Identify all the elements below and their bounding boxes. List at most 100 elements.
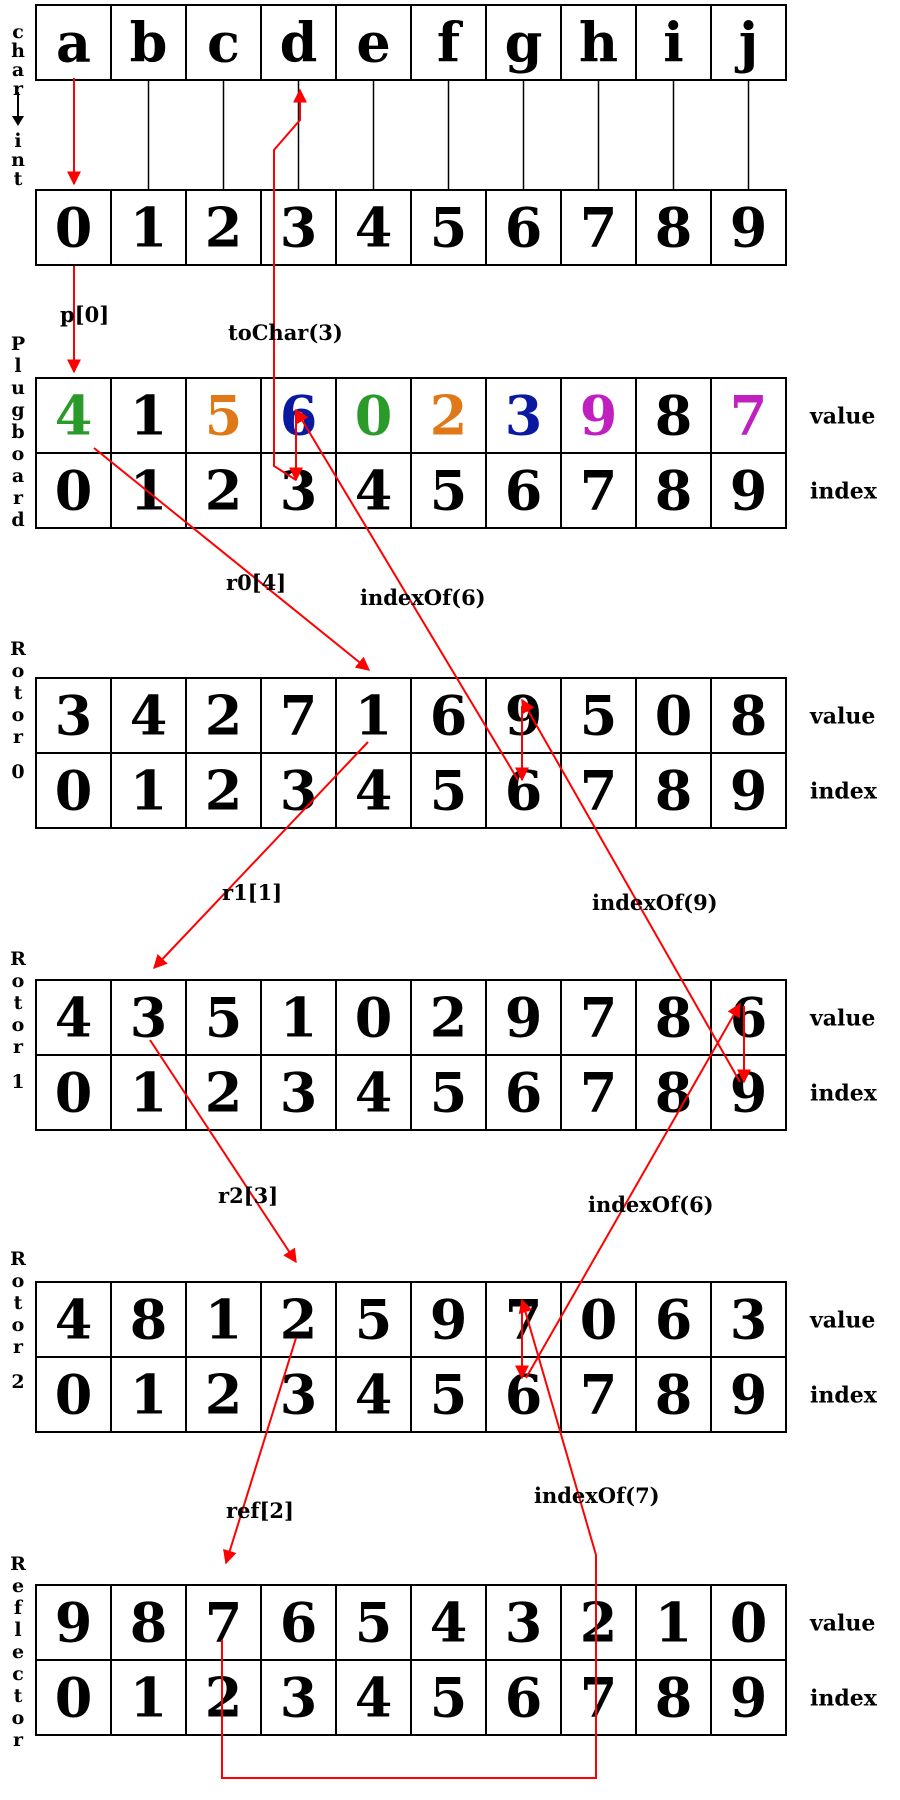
reflector-value-cell bbox=[35, 1584, 112, 1661]
rotor1-index-cell-text: 0 bbox=[55, 1061, 93, 1125]
reflector-value-cell-text: 8 bbox=[130, 1591, 168, 1655]
rotor0-value-cell-text: 6 bbox=[430, 684, 468, 748]
char-cell bbox=[410, 4, 487, 81]
plugboard-index-label: index bbox=[810, 479, 878, 505]
rotor1-value-cell-text: 8 bbox=[655, 986, 693, 1050]
rotor1-value-cell-text: 0 bbox=[355, 986, 393, 1050]
reflector-value-cell-text: 2 bbox=[580, 1591, 618, 1655]
plugboard-index-cell bbox=[560, 452, 637, 529]
plugboard-value-cell bbox=[185, 377, 262, 454]
arrow-r0-4 bbox=[93, 447, 371, 671]
char-cell bbox=[35, 4, 112, 81]
reflector-index-cell bbox=[260, 1659, 337, 1736]
reflector-index-cell bbox=[710, 1659, 787, 1736]
reflector-index-cell-text: 8 bbox=[655, 1666, 693, 1730]
label-ref-2: ref[2] bbox=[226, 1498, 294, 1523]
rotor2-index-cell-text: 0 bbox=[55, 1363, 93, 1427]
rotor2-index-cell bbox=[635, 1356, 712, 1433]
rotor1-index-cell-text: 1 bbox=[130, 1061, 168, 1125]
rotor2-index-cell-text: 7 bbox=[580, 1363, 618, 1427]
rotor0-value-cell-text: 1 bbox=[355, 684, 393, 748]
plugboard-value-cell-text: 2 bbox=[430, 384, 468, 448]
rotor2-value-cell-text: 6 bbox=[655, 1288, 693, 1352]
reflector-value-cell-text: 7 bbox=[205, 1591, 243, 1655]
rotor1-value-cell-text: 4 bbox=[55, 986, 93, 1050]
rotor1-index-cell bbox=[260, 1054, 337, 1131]
rotor0-value-cell bbox=[635, 677, 712, 754]
rotor1-index-cell bbox=[35, 1054, 112, 1131]
reflector-value-cell bbox=[485, 1584, 562, 1661]
rotor1-value-cell-text: 6 bbox=[730, 986, 768, 1050]
rotor0-value-cell bbox=[560, 677, 637, 754]
int-cell bbox=[560, 189, 637, 266]
arrow-r2-3 bbox=[149, 1039, 297, 1264]
rotor0-value-cell-text: 9 bbox=[505, 684, 543, 748]
int-cell bbox=[335, 189, 412, 266]
rotor1-index-cell bbox=[635, 1054, 712, 1131]
reflector-index-cell bbox=[560, 1659, 637, 1736]
char-cell-text: d bbox=[280, 11, 318, 75]
rotor1-value-cell bbox=[485, 979, 562, 1056]
rotor0-value-cell-text: 8 bbox=[730, 684, 768, 748]
rotor2-index-cell bbox=[410, 1356, 487, 1433]
rotor2-value-cell-text: 1 bbox=[205, 1288, 243, 1352]
rotor1-value-cell bbox=[710, 979, 787, 1056]
rotor2-index-cell bbox=[35, 1356, 112, 1433]
rotor0-index-cell bbox=[710, 752, 787, 829]
reflector-index-cell-text: 7 bbox=[580, 1666, 618, 1730]
reflector-index-cell-text: 0 bbox=[55, 1666, 93, 1730]
reflector-value-cell bbox=[110, 1584, 187, 1661]
label-r1-1: r1[1] bbox=[222, 880, 282, 905]
rotor2-value-cell-text: 5 bbox=[355, 1288, 393, 1352]
plugboard-value-cell bbox=[110, 377, 187, 454]
reflector-value-cell-text: 5 bbox=[355, 1591, 393, 1655]
reflector-value-cell-text: 4 bbox=[430, 1591, 468, 1655]
plugboard-index-cell-text: 7 bbox=[580, 459, 618, 523]
plugboard-index-cell-text: 0 bbox=[55, 459, 93, 523]
arrow-indexof-6-mid bbox=[525, 1002, 741, 1379]
rotor1-value-cell-text: 9 bbox=[505, 986, 543, 1050]
rotor2-value-cell-text: 8 bbox=[130, 1288, 168, 1352]
reflector-index-label: index bbox=[810, 1686, 878, 1712]
signal-path bbox=[67, 78, 751, 1779]
rotor2-value-cell-text: 3 bbox=[730, 1288, 768, 1352]
rotor2-value-cell bbox=[260, 1281, 337, 1358]
rotor0-index-cell bbox=[410, 752, 487, 829]
plugboard-index-cell bbox=[35, 452, 112, 529]
rotor1-index-label: index bbox=[810, 1081, 878, 1107]
operation-labels: p[0] toChar(3) r0[4] indexOf(6) r1[1] in… bbox=[60, 302, 718, 1523]
char-cell-text: e bbox=[356, 11, 390, 75]
rotor0-value-cell-text: 3 bbox=[55, 684, 93, 748]
reflector-value-label: value bbox=[809, 1611, 875, 1637]
rotor0-index-cell bbox=[35, 752, 112, 829]
rotor0-index-cell-text: 2 bbox=[205, 759, 243, 823]
rotor2-value-cell-text: 0 bbox=[580, 1288, 618, 1352]
rotor2-value-cell-text: 9 bbox=[430, 1288, 468, 1352]
rotor1-index-cell-text: 8 bbox=[655, 1061, 693, 1125]
plugboard-value-cell-text: 1 bbox=[130, 384, 168, 448]
label-r0-4: r0[4] bbox=[226, 570, 286, 595]
reflector-value-cell-text: 6 bbox=[280, 1591, 318, 1655]
rotor2-index-label: index bbox=[810, 1383, 878, 1409]
plugboard-index-cell-text: 5 bbox=[430, 459, 468, 523]
int-cell-text: 8 bbox=[655, 196, 693, 260]
rotor0-index-cell bbox=[635, 752, 712, 829]
char-cell-text: c bbox=[207, 11, 240, 75]
rotor1-value-cell bbox=[410, 979, 487, 1056]
label-r2-3: r2[3] bbox=[218, 1183, 278, 1208]
char-cell-text: b bbox=[130, 11, 168, 75]
rotor2-index-cell-text: 6 bbox=[505, 1363, 543, 1427]
plugboard-value-cell-text: 8 bbox=[655, 384, 693, 448]
int-cell-text: 7 bbox=[580, 196, 618, 260]
rotor0-index-cell-text: 5 bbox=[430, 759, 468, 823]
int-cell bbox=[410, 189, 487, 266]
rotor2-value-cell bbox=[185, 1281, 262, 1358]
rotor1-index-cell-text: 9 bbox=[730, 1061, 768, 1125]
